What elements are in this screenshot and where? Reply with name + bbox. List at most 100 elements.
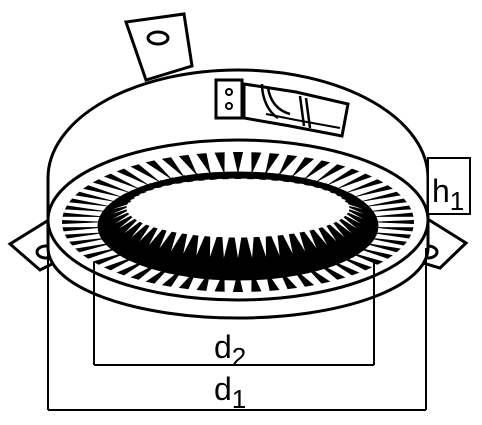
inner-tooth xyxy=(170,176,183,184)
inner-tooth xyxy=(259,171,267,180)
inner-tooth xyxy=(282,174,293,183)
inner-tooth xyxy=(112,203,130,210)
inner-tooth xyxy=(321,225,337,242)
tooth xyxy=(265,153,280,176)
tooth xyxy=(367,227,414,232)
tooth xyxy=(334,173,373,190)
inner-tooth xyxy=(246,170,254,180)
tooth xyxy=(365,205,412,213)
tooth xyxy=(196,153,211,176)
tooth xyxy=(161,157,186,179)
tooth xyxy=(103,173,142,190)
latch-clasp xyxy=(214,78,350,138)
tooth xyxy=(92,179,133,194)
tooth xyxy=(314,164,346,184)
tooth xyxy=(367,212,414,217)
inner-tooth xyxy=(335,219,352,234)
dimension-d2 xyxy=(93,262,375,366)
inner-tooth xyxy=(282,233,293,254)
inner-tooth xyxy=(340,197,357,200)
tooth xyxy=(83,185,126,198)
inner-tooth xyxy=(209,171,217,180)
inner-tooth xyxy=(196,235,205,256)
inner-tooth xyxy=(222,170,230,180)
tooth xyxy=(251,152,262,175)
inner-tooth xyxy=(303,230,317,249)
inner-tooth xyxy=(183,233,194,254)
tooth xyxy=(232,152,244,174)
inner-tooth xyxy=(321,186,337,191)
inner-tooth xyxy=(234,236,242,258)
inner-tooth xyxy=(209,236,217,257)
tooth xyxy=(214,152,225,175)
inner-tooth xyxy=(183,174,194,183)
tooth xyxy=(368,219,414,225)
inner-tooth xyxy=(159,230,173,249)
inner-tooth xyxy=(131,222,147,238)
inner-tooth xyxy=(159,179,173,186)
label-h1: h1 xyxy=(432,173,464,216)
tooth xyxy=(356,191,401,203)
tooth xyxy=(350,185,393,198)
tooth xyxy=(62,227,109,232)
inner-tooth xyxy=(313,227,328,246)
inner-tooth xyxy=(196,172,205,181)
tooth xyxy=(62,219,108,225)
tooth xyxy=(361,198,407,208)
inner-tooth xyxy=(148,227,163,246)
top-mounting-bracket xyxy=(123,12,194,82)
inner-tooth xyxy=(139,186,155,191)
inner-tooth xyxy=(344,213,361,224)
inner-tooth xyxy=(303,179,317,186)
inner-tooth xyxy=(139,225,155,242)
inner-tooth xyxy=(131,190,147,194)
inner-tooth xyxy=(344,200,361,205)
inner-tooth xyxy=(346,203,364,210)
label-d2: d2 xyxy=(214,329,246,372)
tooth xyxy=(178,154,198,177)
inner-tooth xyxy=(246,236,254,258)
tooth xyxy=(145,160,173,181)
inner-tooth xyxy=(115,213,132,224)
inner-tooth xyxy=(124,219,141,234)
inner-tooth xyxy=(119,197,136,200)
tooth xyxy=(290,157,315,179)
tooth xyxy=(69,198,115,208)
tooth xyxy=(303,160,331,181)
inner-tooth xyxy=(112,207,129,214)
tooth xyxy=(116,168,152,187)
tooth xyxy=(62,212,109,217)
inner-tooth xyxy=(329,190,345,194)
inner-tooth xyxy=(170,232,183,252)
inner-tooth xyxy=(124,194,141,197)
inner-tooth xyxy=(234,170,242,180)
inner-tooth xyxy=(347,207,364,214)
collar-center-hole xyxy=(134,180,342,228)
inner-tooth xyxy=(271,172,280,181)
inner-tooth xyxy=(112,210,130,219)
label-d1: d1 xyxy=(214,371,246,414)
tooth xyxy=(278,154,298,177)
inner-tooth xyxy=(148,182,163,189)
dimension-d1 xyxy=(47,248,427,411)
inner-tooth xyxy=(115,200,132,205)
inner-tooth xyxy=(271,235,280,256)
tooth xyxy=(130,164,162,184)
inner-tooth xyxy=(340,216,357,229)
inner-tooth xyxy=(259,236,267,257)
inner-tooth xyxy=(335,194,352,197)
tooth xyxy=(75,191,120,203)
tooth xyxy=(64,205,111,213)
inner-tooth xyxy=(293,232,306,252)
inner-tooth xyxy=(222,236,230,258)
inner-tooth xyxy=(293,176,306,184)
inner-teeth xyxy=(112,170,364,258)
tooth xyxy=(232,270,244,292)
inner-tooth xyxy=(346,210,364,219)
dimension-h1-box xyxy=(427,157,471,215)
inner-tooth xyxy=(329,222,345,238)
inner-tooth xyxy=(313,182,328,189)
inner-tooth xyxy=(119,216,136,229)
